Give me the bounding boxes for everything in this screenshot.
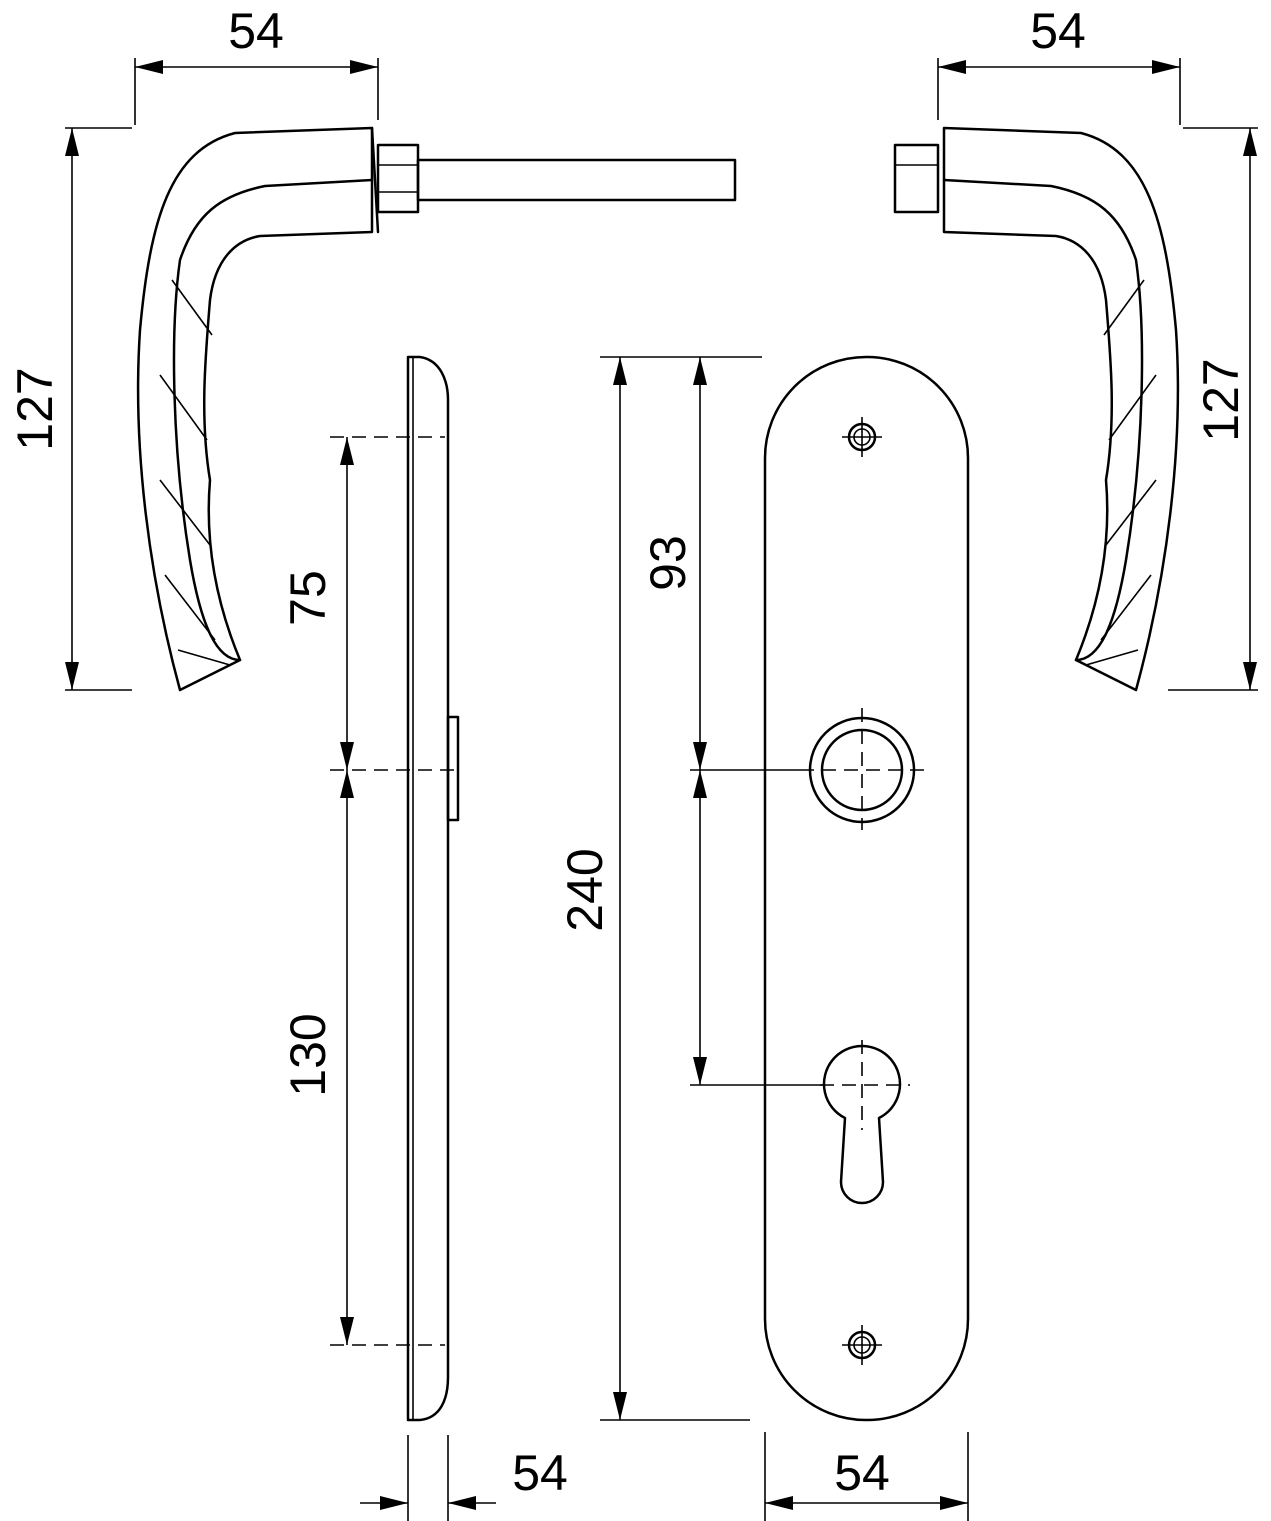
dim-left-handle-height: 127	[7, 127, 132, 691]
dim-right-handle-height: 127	[1168, 127, 1258, 691]
dim-label: 54	[512, 1445, 568, 1501]
dim-spindle-to-lower-screw: 130	[280, 770, 354, 1345]
dim-label: 54	[834, 1445, 890, 1501]
dim-label: 130	[280, 1013, 336, 1096]
dim-label: 54	[1030, 3, 1086, 59]
cylinder-key-hole	[820, 1040, 910, 1205]
dim-plate-side-thickness: 54	[360, 1435, 568, 1521]
plate-side-view	[330, 355, 460, 1422]
dim-label: 75	[280, 570, 336, 626]
dim-label: 240	[557, 848, 613, 931]
dim-plate-length: 240	[557, 356, 762, 1421]
dim-right-handle-width: 54	[937, 3, 1181, 125]
dim-left-handle-width: 54	[134, 3, 379, 125]
handle-rose-hole	[800, 708, 928, 830]
dim-upper-screw-to-spindle: 75	[280, 437, 354, 770]
dim-label: 54	[228, 3, 284, 59]
dim-label: 93	[640, 535, 696, 591]
screw-hole-top	[842, 417, 882, 457]
right-handle	[893, 126, 1180, 692]
dim-label: 127	[7, 367, 63, 450]
plate-front-view	[690, 355, 970, 1422]
dim-plate-top-to-spindle: 93	[640, 357, 707, 1085]
screw-hole-bottom	[842, 1325, 882, 1365]
dim-plate-width: 54	[764, 1432, 969, 1521]
left-handle	[136, 126, 737, 692]
dim-label: 127	[1193, 358, 1249, 441]
